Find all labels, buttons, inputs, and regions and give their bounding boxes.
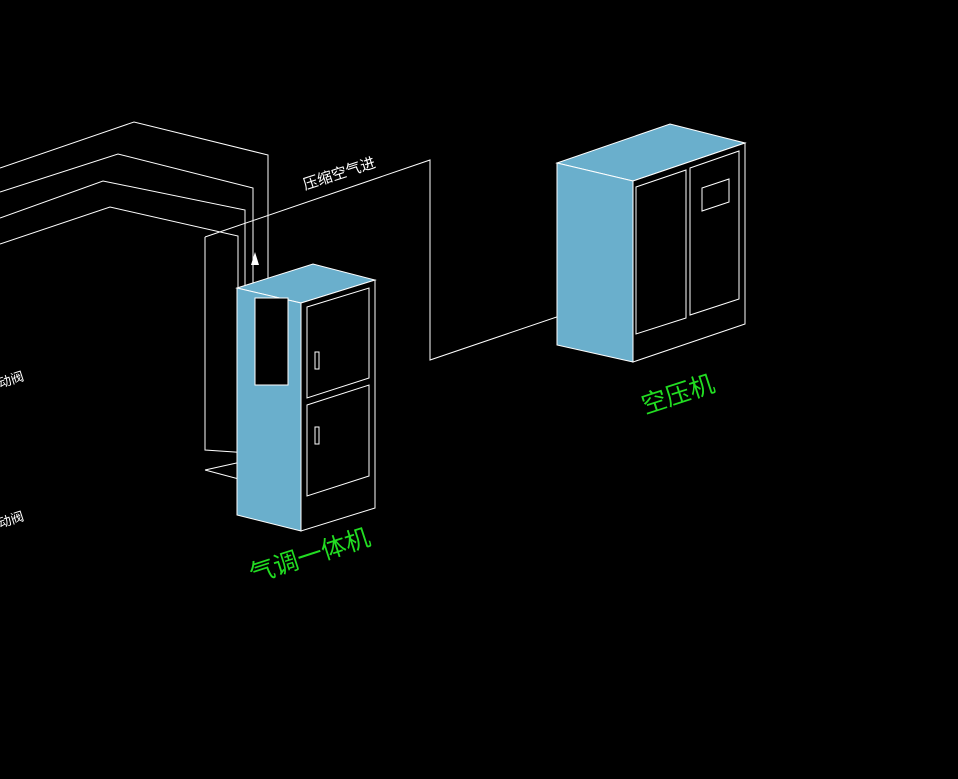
integrated-unit-cabinet bbox=[235, 263, 377, 532]
control-panel bbox=[701, 178, 730, 212]
upper-handle bbox=[314, 351, 320, 370]
compressor-door-right bbox=[689, 150, 740, 316]
compressor-front bbox=[556, 162, 634, 363]
lower-door bbox=[306, 384, 370, 497]
compressor-side bbox=[632, 142, 746, 363]
compressor-door-left bbox=[635, 169, 687, 335]
lower-handle bbox=[314, 426, 320, 445]
upper-door bbox=[306, 287, 370, 399]
cabinet-opening bbox=[254, 297, 289, 386]
flow-arrow-icon bbox=[251, 252, 259, 265]
cabinet-side bbox=[300, 279, 376, 532]
air-compressor-cabinet bbox=[555, 123, 747, 363]
